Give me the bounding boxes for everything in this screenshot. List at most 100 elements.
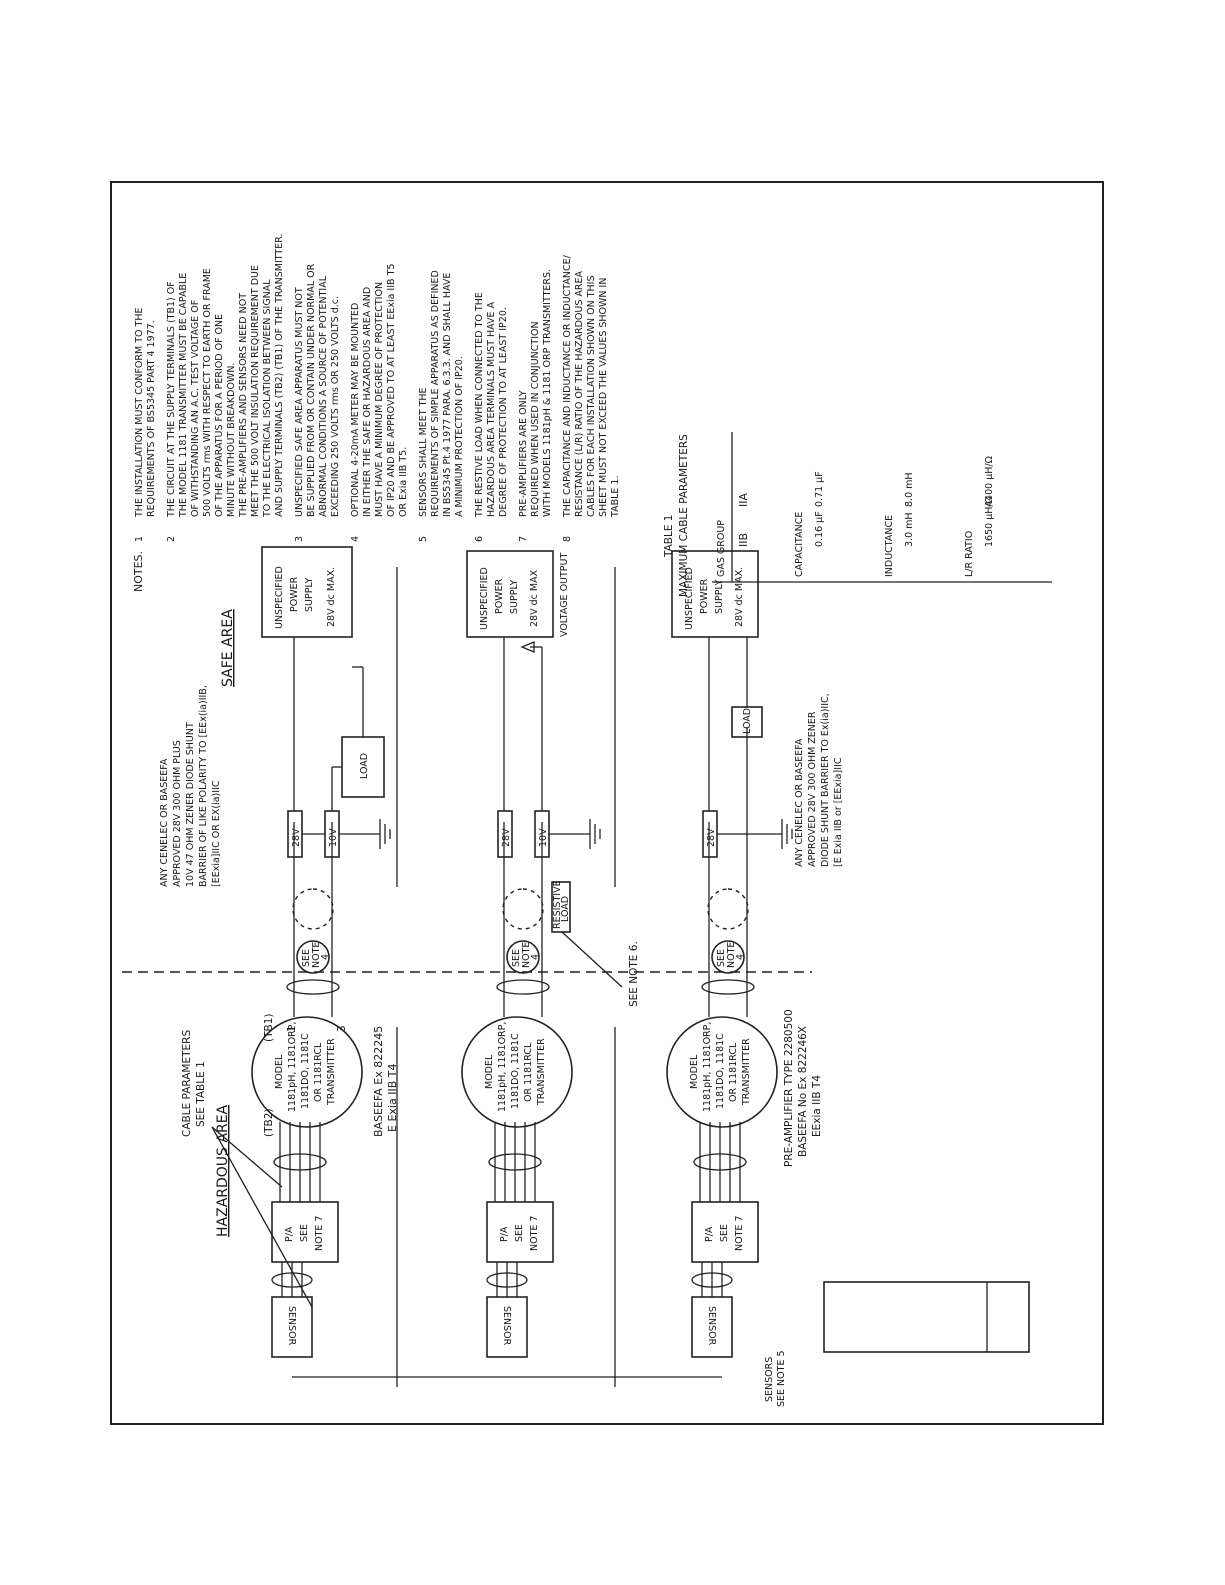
- see-note-label: SEE: [716, 949, 727, 967]
- note-line: BE SUPPLIED FROM OR CONTAIN UNDER NORMAL…: [306, 263, 317, 517]
- transmitter-label: TRANSMITTER: [326, 1038, 337, 1106]
- resistive-load-label: LOAD: [560, 896, 571, 922]
- leader-line: [561, 931, 623, 988]
- sensor-label: SENSOR: [286, 1306, 297, 1346]
- cable-params-label: SEE TABLE 1: [195, 1061, 207, 1127]
- note-line: IN BS5345 Pt.4 1977 PARA. 6.3.3. AND SHA…: [442, 273, 453, 517]
- power-label: 28V dc MAX.: [734, 567, 745, 627]
- note-line: SHEET MUST NOT EXCEED THE VALUES SHOWN I…: [598, 278, 609, 517]
- note-number: 4: [350, 536, 361, 542]
- see-note-label: SEE: [301, 949, 312, 967]
- leader-line: [211, 1126, 283, 1188]
- note-line: THE MODEL 1181 TRANSMITTER MUST BE CAPAB…: [178, 273, 189, 518]
- note-line: THE PRE-AMPLIFIERS AND SENSORS NEED NOT: [238, 293, 249, 518]
- arrow-icon: [520, 641, 535, 653]
- note-number: 3: [294, 536, 305, 542]
- table-header: GAS GROUP: [716, 520, 727, 577]
- power-label: 28V dc MAX: [529, 569, 540, 627]
- table-subtitle: MAXIMUM CABLE PARAMETERS: [678, 434, 690, 597]
- hazardous-area-label: HAZARDOUS AREA: [215, 1104, 231, 1237]
- transmitter-label: MODEL: [274, 1054, 285, 1089]
- load-label: LOAD: [359, 753, 370, 779]
- cable-ellipse: [691, 1272, 733, 1288]
- sensors-note: SEE NOTE 5: [776, 1350, 787, 1407]
- pa-box: [486, 1201, 554, 1263]
- table-header: CAPACITANCE: [794, 512, 805, 577]
- note-line: 500 VOLTS rms WITH RESPECT TO EARTH OR F…: [202, 268, 213, 517]
- cable-ellipse: [286, 979, 340, 995]
- wiring-diagram: HAZARDOUS AREA SAFE AREA CABLE PARAMETER…: [122, 234, 1052, 1407]
- pa-label: P/A: [499, 1226, 510, 1242]
- barrier-text: APPROVED 28V 300 OHM ZENER: [807, 711, 818, 867]
- pa-label: SEE: [719, 1224, 730, 1242]
- load-label: LOAD: [742, 708, 753, 734]
- sensor-label: SENSOR: [706, 1306, 717, 1346]
- power-label: POWER: [699, 578, 710, 614]
- drawing-border: HAZARDOUS AREA SAFE AREA CABLE PARAMETER…: [110, 181, 1104, 1425]
- note-line: OF WITHSTANDING AN A.C. TEST VOLTAGE OF: [190, 300, 201, 517]
- power-label: POWER: [289, 576, 300, 612]
- note-line: REQUIREMENTS OF SIMPLE APPARATUS AS DEFI…: [430, 270, 441, 517]
- transmitter-label: TRANSMITTER: [536, 1038, 547, 1106]
- cert-label: BASEEFA Ex 822245: [372, 1026, 385, 1137]
- barrier-28v: [497, 810, 513, 858]
- leader-line: [211, 1126, 313, 1308]
- note-line: THE INSTALLATION MUST CONFORM TO THE: [134, 308, 145, 518]
- note-line: PRE-AMPLIFIERS ARE ONLY: [518, 390, 529, 517]
- preamp-label: EExia IIB T4: [811, 1075, 823, 1137]
- transmitter-label: OR 1181RCL: [728, 1042, 739, 1102]
- transmitter-label: OR 1181RCL: [523, 1042, 534, 1102]
- note-line: MINUTE WITHOUT BREAKDOWN.: [226, 363, 237, 517]
- note-number: 6: [474, 536, 485, 542]
- meter-circle: [506, 940, 540, 974]
- power-supply-box: [261, 546, 353, 638]
- note-line: EXCEEDING 250 VOLTS rms OR 250 VOLTS d.c…: [330, 296, 341, 517]
- pa-label: SEE: [299, 1224, 310, 1242]
- see-note-label: NOTE: [521, 942, 532, 968]
- preamp-label: BASEEFA No Ex 822246X: [797, 1026, 809, 1157]
- preamp-label: PRE-AMPLIFIER TYPE 2280500: [783, 1009, 795, 1167]
- transmitter-label: MODEL: [689, 1054, 700, 1089]
- optional-meter-circle: [707, 888, 749, 930]
- table-cell: 4400 µH/Ω: [984, 456, 995, 507]
- power-label: SUPPLY: [714, 580, 725, 614]
- transmitter-label: OR 1181RCL: [313, 1042, 324, 1102]
- transmitter-label: TRANSMITTER: [741, 1038, 752, 1106]
- table-cell: 0.16 µF: [814, 511, 825, 547]
- barrier-text: APPROVED 28V 300 OHM PLUS: [172, 740, 183, 887]
- cable-ellipse: [701, 979, 755, 995]
- note-line: REQUIREMENTS OF BS5345 PART 4 1977.: [146, 320, 157, 517]
- power-label: SUPPLY: [509, 580, 520, 614]
- power-label: POWER: [494, 578, 505, 614]
- terminal-number: 3: [336, 1025, 348, 1032]
- see-note-label: 4: [735, 954, 746, 960]
- cable-ellipse: [488, 1153, 542, 1171]
- pa-label: NOTE 7: [314, 1216, 325, 1251]
- cable-ellipse: [486, 1272, 528, 1288]
- note-line: OF THE APPARATUS FOR A PERIOD OF ONE: [214, 314, 225, 517]
- barrier-text: [E Exia IIB or [EExia]IIC: [833, 757, 844, 867]
- sensor-label: SENSOR: [501, 1306, 512, 1346]
- note-line: MUST HAVE A MINIMUM DEGREE OF PROTECTION: [374, 282, 385, 517]
- pa-label: NOTE 7: [529, 1216, 540, 1251]
- note-line: AND SUPPLY TERMINALS (TB2) (TB1) OF THE …: [274, 234, 285, 518]
- transmitter-circle: [461, 1016, 573, 1128]
- note-line: UNSPECIFIED SAFE AREA APPARATUS MUST NOT: [294, 287, 305, 517]
- power-label: SUPPLY: [304, 578, 315, 612]
- barrier-28v-label: 28V: [291, 828, 302, 847]
- power-supply-box: [466, 550, 554, 638]
- meter-circle: [711, 940, 745, 974]
- transmitter-circle: [251, 1016, 363, 1128]
- note-line: ABNORMAL CONDITIONS A SOURCE OF POTENTIA…: [318, 275, 329, 517]
- table-cell: IIA: [737, 493, 750, 507]
- see-note6-label: SEE NOTE 6.: [628, 941, 640, 1007]
- note-number: 2: [166, 536, 177, 542]
- table-title: TABLE 1: [663, 515, 675, 559]
- section-1: SENSOR P/A SEE NOTE 7 (TB2) (TB1) MODEL: [159, 546, 399, 1358]
- barrier-text: DIODE SHUNT BARRIER TO Ex(ia)IIC,: [820, 693, 831, 867]
- optional-meter-circle: [502, 888, 544, 930]
- table-cell: 1650 µH/Ω: [984, 496, 995, 547]
- note-line: REQUIRED WHEN USED IN CONJUNCTION: [530, 321, 541, 517]
- transmitter-label: 1181DO, 1181C: [300, 1033, 311, 1109]
- voltage-output-label: VOLTAGE OUTPUT: [559, 553, 570, 637]
